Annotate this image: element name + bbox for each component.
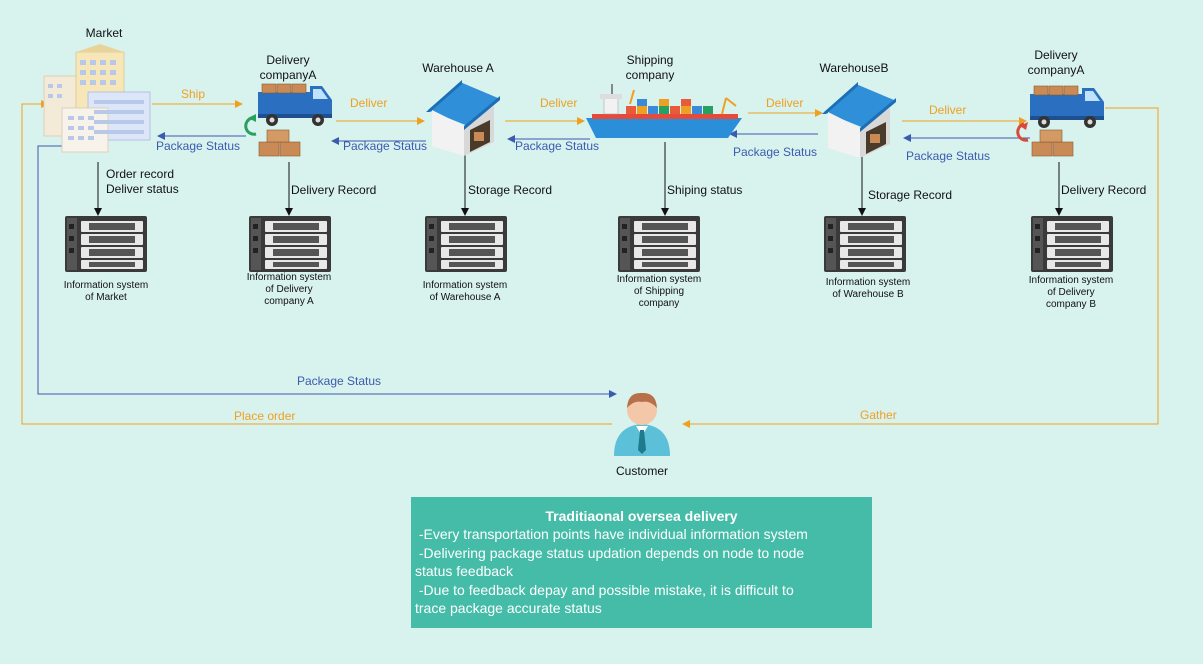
ship-label: Ship <box>181 87 206 101</box>
storage-record-label-a: Storage Record <box>468 183 553 197</box>
package-boxes-icon <box>258 129 301 157</box>
system-label-delivery-a: Information system of Delivery company A <box>246 272 332 307</box>
summary-title: Traditiaonal oversea delivery <box>545 508 738 524</box>
server-icon <box>1031 216 1113 272</box>
delivery-company-a-title: Delivery companyA <box>259 53 317 82</box>
system-label-warehouse-b: Information system of Warehouse B <box>825 277 911 300</box>
warehouse-icon <box>822 82 896 158</box>
server-icon <box>249 216 331 272</box>
place-order-label: Place order <box>234 409 296 423</box>
shipping-company-title: Shipping company <box>625 53 675 82</box>
market-record-label: Order record Deliver status <box>106 167 179 196</box>
system-label-delivery-b: Information system of Delivery company B <box>1028 275 1114 310</box>
place-order-flow-line <box>21 100 612 425</box>
customer-title: Customer <box>615 464 668 478</box>
gather-flow-line <box>682 107 1159 428</box>
deliver-label-3: Deliver <box>766 96 804 110</box>
warehouse-b-title: WarehouseB <box>819 61 889 75</box>
system-label-market: Information system of Market <box>63 280 149 303</box>
server-icon <box>425 216 507 272</box>
summary-body: -Every transportation points have indivi… <box>415 526 808 616</box>
package-status-label-2: Package Status <box>343 139 428 153</box>
customer-avatar-icon <box>614 392 670 456</box>
package-status-label-5: Package Status <box>906 149 991 163</box>
system-label-warehouse-a: Information system of Warehouse A <box>422 280 508 303</box>
package-status-label-3: Package Status <box>515 139 600 153</box>
summary-box: Traditiaonal oversea delivery -Every tra… <box>411 497 872 628</box>
truck-icon <box>257 83 333 127</box>
deliver-label-1: Deliver <box>350 96 388 110</box>
package-boxes-icon <box>1031 129 1074 157</box>
refresh-arrow-icon <box>1016 122 1029 142</box>
server-icon <box>824 216 906 272</box>
delivery-company-a-title-2: Delivery companyA <box>1027 48 1085 77</box>
gather-label: Gather <box>860 408 897 422</box>
storage-record-label-b: Storage Record <box>868 188 953 202</box>
truck-icon <box>1029 85 1105 129</box>
deliver-label-2: Deliver <box>540 96 578 110</box>
market-title: Market <box>85 26 123 40</box>
building-icon <box>43 44 151 153</box>
package-status-label-1: Package Status <box>156 139 241 153</box>
deliver-label-4: Deliver <box>929 103 967 117</box>
server-icon <box>65 216 147 272</box>
refresh-arrow-icon <box>244 116 257 136</box>
customer-package-status-label: Package Status <box>297 374 382 388</box>
delivery-record-label-b: Delivery Record <box>1061 183 1147 197</box>
delivery-record-label-a: Delivery Record <box>291 183 377 197</box>
package-status-label-4: Package Status <box>733 145 818 159</box>
warehouse-a-title: Warehouse A <box>422 61 494 75</box>
cargo-ship-icon <box>586 84 742 138</box>
shipping-status-label: Shiping status <box>667 183 743 197</box>
server-icon <box>618 216 700 272</box>
warehouse-icon <box>426 80 500 156</box>
system-label-shipping: Information system of Shipping company <box>616 274 702 309</box>
